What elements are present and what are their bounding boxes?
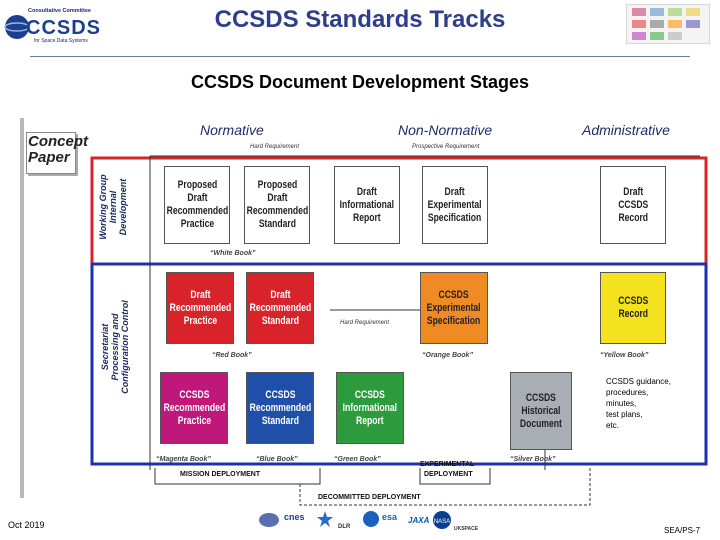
footer-date: Oct 2019 (8, 520, 45, 530)
guidance-note: CCSDS guidance, procedures, minutes, tes… (606, 377, 671, 430)
red-book-caption: “Red Book” (212, 352, 252, 359)
book-label: Draft CCSDS Record (617, 185, 649, 224)
green-book-caption: “Green Book” (334, 456, 381, 463)
book-label: Proposed Draft Recommended Practice (166, 179, 228, 230)
orange-book-caption: “Orange Book” (422, 352, 473, 359)
ccsds-logo (4, 6, 104, 46)
hard-requirement-label-2: Hard Requirement (340, 320, 390, 326)
agency-ukspace: UKSPACE (454, 526, 479, 532)
book-yellow-record: CCSDS Record (600, 272, 666, 344)
experimental-label: EXPERIMENTAL (420, 461, 475, 468)
book-label: Draft Experimental Specification (428, 185, 482, 224)
page-title: CCSDS Standards Tracks (214, 6, 506, 33)
book-label: CCSDS Record (617, 295, 649, 320)
column-non-normative: Non-Normative (398, 122, 493, 138)
mission-deployment-label: MISSION DEPLOYMENT (180, 471, 261, 478)
book-white-pd-practice: Proposed Draft Recommended Practice (164, 166, 230, 244)
agency-nasa-icon: NASA (433, 511, 451, 529)
book-white-draft-record: Draft CCSDS Record (600, 166, 666, 244)
column-normative: Normative (200, 122, 264, 138)
concept-paper-box (26, 132, 76, 174)
agency-esa: esa (382, 512, 398, 522)
yellow-book-caption: “Yellow Book” (600, 352, 649, 359)
book-white-pd-standard: Proposed Draft Recommended Standard (244, 166, 310, 244)
book-magenta-practice: CCSDS Recommended Practice (160, 372, 228, 444)
book-red-standard: Draft Recommended Standard (246, 272, 314, 344)
book-white-draft-report: Draft Informational Report (334, 166, 400, 244)
thumbnail-image (626, 4, 710, 44)
logo-globe-icon (4, 15, 30, 39)
agency-nasa: NASA (434, 519, 450, 525)
diagram-subtitle: CCSDS Document Development Stages (190, 72, 530, 92)
white-book-caption: “White Book” (210, 250, 256, 257)
silver-book-caption: “Silver Book” (510, 456, 556, 463)
book-label: CCSDS Informational Report (342, 388, 398, 427)
book-label: Proposed Draft Recommended Standard (246, 179, 308, 230)
blue-book-caption: “Blue Book” (256, 456, 298, 463)
book-label: CCSDS Recommended Practice (163, 388, 225, 427)
agency-cnes: cnes (284, 512, 305, 522)
book-white-draft-experimental: Draft Experimental Specification (422, 166, 488, 244)
deployment-label: DEPLOYMENT (424, 471, 473, 478)
footer-slide-number: SEA/PS-7 (664, 526, 701, 535)
concept-paper-label: Concept Paper (28, 133, 88, 166)
book-red-practice: Draft Recommended Practice (166, 272, 234, 344)
logo-organization: Consultative Committee (28, 8, 91, 14)
prospective-requirement-label: Prospective Requirement (412, 144, 480, 150)
agency-star-icon (317, 511, 333, 527)
book-silver-historical: CCSDS Historical Document (510, 372, 572, 450)
hard-requirement-label: Hard Requirement (250, 144, 300, 150)
logo-subtitle: for Space Data Systems (34, 38, 88, 44)
agency-esa-icon (363, 511, 379, 527)
book-label: CCSDS Recommended Standard (249, 388, 311, 427)
decommitted-deployment-label: DECOMMITTED DEPLOYMENT (318, 494, 421, 501)
magenta-book-caption: “Magenta Book” (156, 456, 211, 463)
book-label: Draft Recommended Standard (249, 288, 311, 327)
title-divider (30, 56, 690, 57)
book-label: CCSDS Experimental Specification (427, 288, 481, 327)
secretariat-label: Secretariat Processing and Configuration… (100, 300, 130, 394)
book-label: Draft Recommended Practice (169, 288, 231, 327)
book-label: CCSDS Historical Document (520, 391, 562, 430)
book-green-report: CCSDS Informational Report (336, 372, 404, 444)
column-administrative: Administrative (582, 122, 670, 138)
agency-dlr: DLR (338, 524, 351, 530)
agency-logos: cnes DLR esa JAXA NASA UKSPACE (258, 508, 478, 536)
agency-emblem-icon (259, 513, 279, 527)
agency-jaxa: JAXA (408, 516, 430, 525)
working-group-label: Working Group Internal Development (98, 174, 128, 240)
book-blue-standard: CCSDS Recommended Standard (246, 372, 314, 444)
logo-wordmark: CCSDS (26, 17, 102, 39)
book-label: Draft Informational Report (339, 185, 395, 224)
book-orange-experimental: CCSDS Experimental Specification (420, 272, 488, 344)
